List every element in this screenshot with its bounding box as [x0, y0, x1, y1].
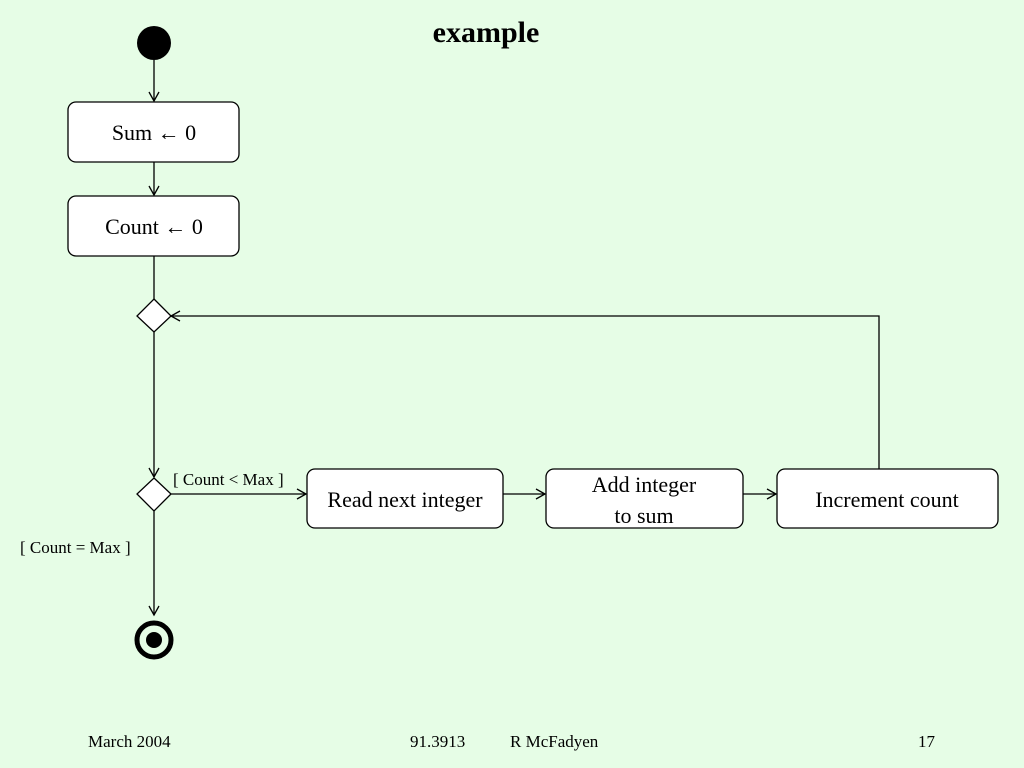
- action-read-next: Read next integer: [306, 468, 504, 529]
- action-sum-init: Sum ← 0: [67, 101, 240, 163]
- guard-exit: [ Count = Max ]: [20, 538, 131, 557]
- footer-page-number: 17: [918, 732, 935, 751]
- decision-node: [136, 477, 172, 512]
- footer-date: March 2004: [88, 732, 171, 751]
- slide-title: example: [432, 16, 540, 49]
- footer-author: R McFadyen: [510, 732, 599, 751]
- final-node: [134, 620, 174, 660]
- action-add-integer-label-line1: Add integer: [592, 472, 697, 497]
- action-sum-init-label: Sum ← 0: [112, 120, 196, 145]
- merge-node: [136, 298, 172, 333]
- initial-node: [137, 26, 171, 60]
- edge-loop-back: [169, 310, 880, 469]
- action-read-next-label: Read next integer: [327, 487, 483, 512]
- action-count-init-label: Count ← 0: [105, 214, 203, 239]
- action-add-integer-label-line2: to sum: [614, 503, 673, 528]
- action-increment-label: Increment count: [815, 487, 959, 512]
- footer-course: 91.3913: [410, 732, 466, 751]
- guard-continue: [ Count < Max ]: [173, 470, 284, 489]
- action-count-init: Count ← 0: [67, 195, 240, 257]
- action-add-integer: Add integer to sum: [545, 468, 744, 529]
- action-increment: Increment count: [776, 468, 999, 529]
